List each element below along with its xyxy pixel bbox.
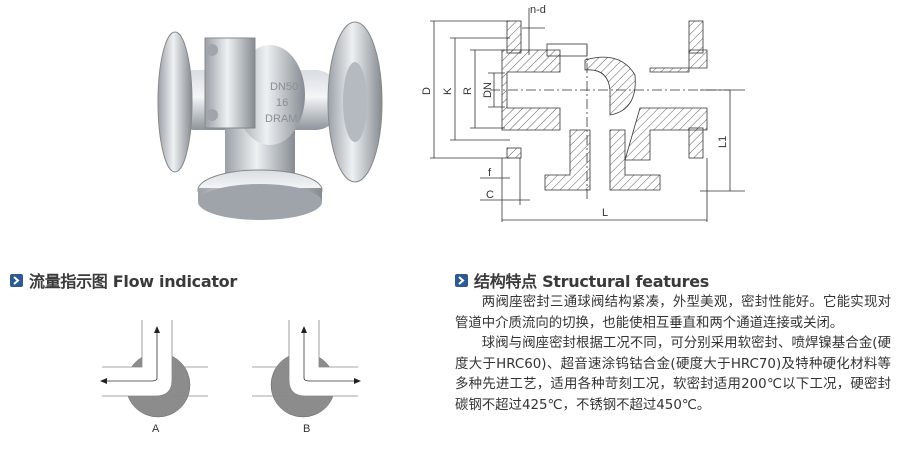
dim-DN: DN bbox=[482, 82, 494, 98]
dim-f: f bbox=[488, 167, 492, 179]
flow-indicator-title: 流量指示图 Flow indicator bbox=[29, 272, 237, 291]
dim-C: C bbox=[486, 189, 494, 201]
body-marking-1: DN50 bbox=[270, 81, 298, 93]
body-marking-2: 16 bbox=[276, 97, 288, 109]
chevron-right-icon bbox=[455, 273, 468, 287]
structural-features-body: 两阀座密封三通球阀结构紧凑，外型美观，密封性能好。它能实现对管道中介质流向的切换… bbox=[455, 293, 891, 417]
dim-D: D bbox=[421, 87, 433, 95]
chevron-right-icon bbox=[10, 273, 23, 287]
flow-diagrams: A B bbox=[100, 320, 361, 435]
dim-n-d: n-d bbox=[530, 4, 546, 16]
dim-L: L bbox=[602, 207, 608, 219]
features-paragraph-1: 两阀座密封三通球阀结构紧凑，外型美观，密封性能好。它能实现对管道中介质流向的切换… bbox=[455, 295, 891, 331]
structural-features-heading: 结构特点 Structural features bbox=[455, 268, 709, 292]
body-marking-3: DRAM bbox=[265, 113, 297, 125]
dim-K: K bbox=[442, 87, 454, 95]
flow-indicator-heading: 流量指示图 Flow indicator bbox=[10, 268, 237, 292]
dim-L1: L1 bbox=[717, 136, 729, 148]
flow-diagram-b-label: B bbox=[303, 423, 310, 435]
valve-product-photo: DN50 16 DRAM bbox=[157, 21, 383, 220]
dim-R: R bbox=[462, 87, 474, 95]
valve-section-drawing: n-d D K R DN L1 f C L bbox=[421, 4, 745, 222]
flow-diagram-a-label: A bbox=[152, 423, 160, 435]
flow-diagram-a: A bbox=[100, 320, 208, 435]
flow-diagram-b: B bbox=[252, 320, 361, 435]
structural-features-title: 结构特点 Structural features bbox=[474, 272, 710, 291]
features-paragraph-2: 球阀与阀座密封根据工况不同，可分别采用软密封、喷焊镍基合金(硬度大于HRC60)… bbox=[455, 336, 891, 413]
